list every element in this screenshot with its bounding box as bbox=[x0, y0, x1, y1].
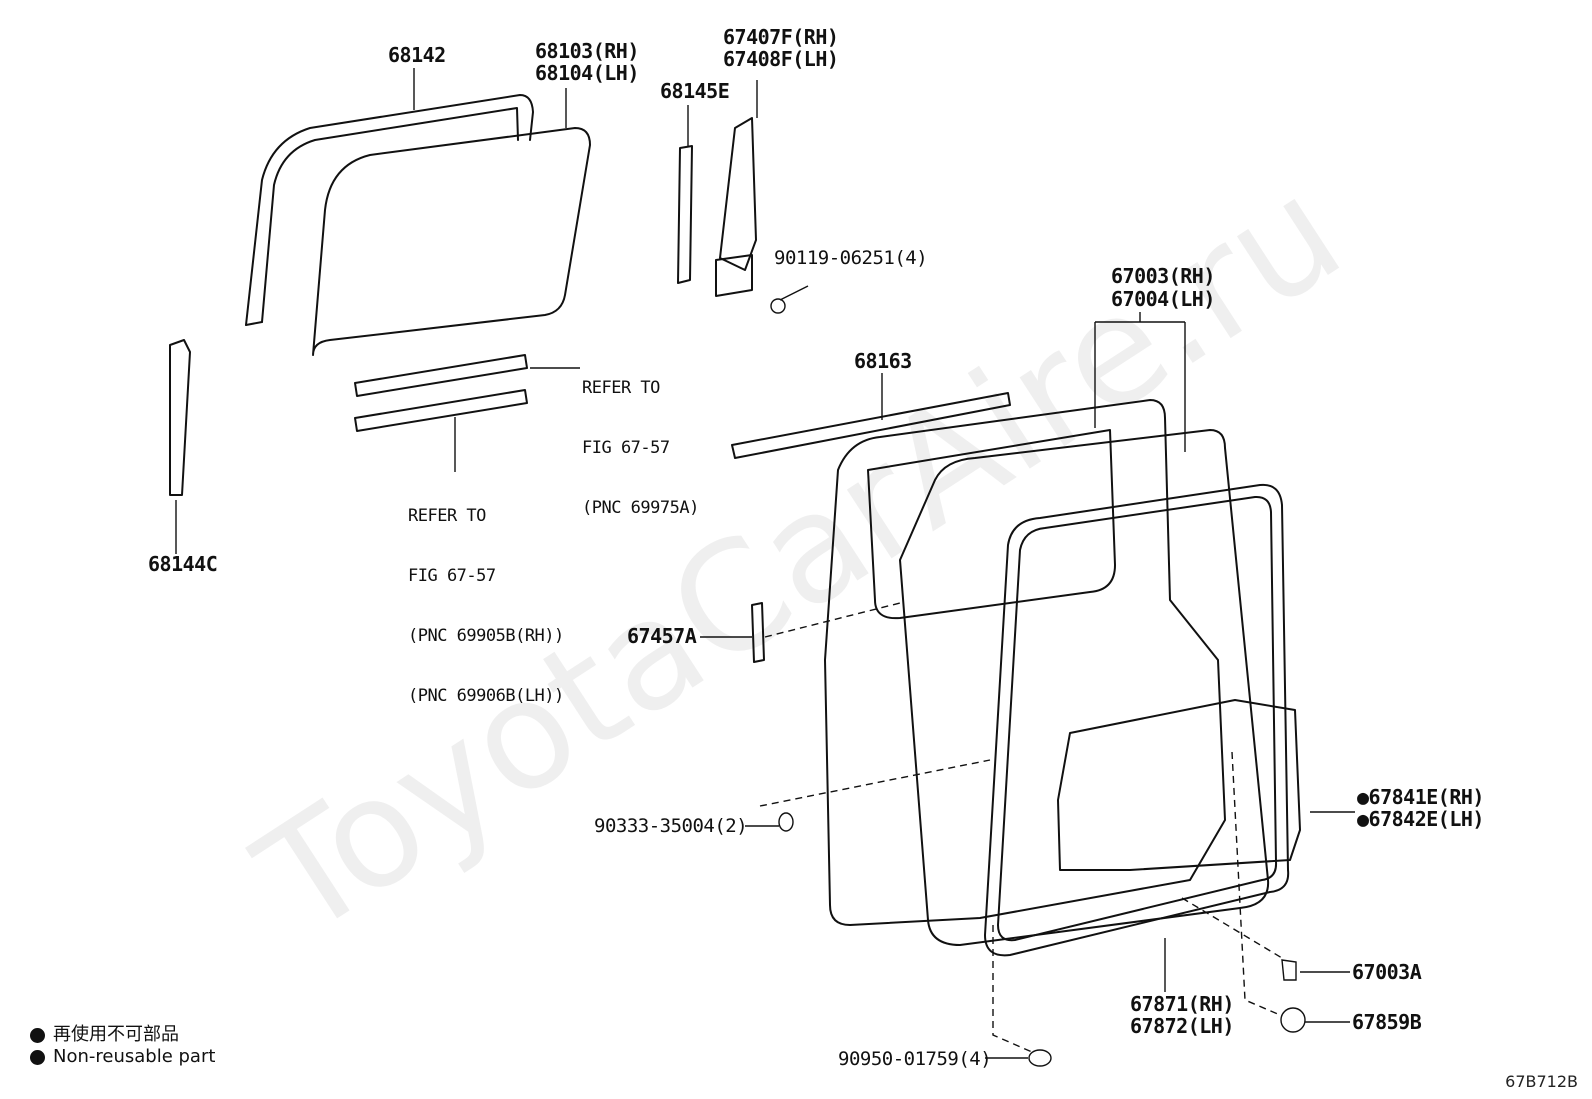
figure-code: 67B712B bbox=[1505, 1072, 1578, 1091]
label-67004: 67004(LH) bbox=[1111, 287, 1215, 311]
refer-note-1-line: REFER TO bbox=[582, 378, 660, 398]
window-frame-seal bbox=[245, 94, 534, 326]
non-reusable-dot-icon: ● bbox=[1357, 785, 1369, 809]
refer-note-2-line: REFER TO bbox=[408, 506, 486, 526]
door-weatherstrip bbox=[984, 483, 1290, 957]
label-67457a: 67457A bbox=[627, 624, 697, 648]
non-reusable-dot-icon: ● bbox=[1357, 807, 1369, 831]
label-68144c: 68144C bbox=[148, 552, 218, 576]
label-67407f: 67407F(RH) bbox=[723, 25, 839, 49]
legend-jp: 再使用不可部品 bbox=[30, 1020, 179, 1046]
label-67003a: 67003A bbox=[1352, 960, 1422, 984]
label-67003: 67003(RH) bbox=[1111, 264, 1215, 288]
inner-panel bbox=[899, 429, 1270, 946]
label-67841e-text: 67841E(RH) bbox=[1368, 785, 1485, 809]
cap-67003a bbox=[1281, 959, 1297, 981]
label-68104: 68104(LH) bbox=[535, 61, 639, 85]
leader-lines bbox=[175, 68, 1355, 1059]
plug-90333 bbox=[778, 812, 794, 832]
belt-weatherstrips bbox=[354, 354, 528, 432]
refer-note-1-line: (PNC 69975A) bbox=[582, 498, 699, 518]
label-90950: 90950-01759(4) bbox=[838, 1048, 992, 1070]
legend-en: Non-reusable part bbox=[30, 1046, 215, 1067]
label-67872: 67872(LH) bbox=[1130, 1014, 1234, 1038]
plug-90950 bbox=[1028, 1049, 1052, 1067]
legend-dot-icon bbox=[30, 1027, 45, 1043]
plug-67859b bbox=[1280, 1007, 1306, 1033]
refer-note-1-line: FIG 67-57 bbox=[582, 438, 670, 458]
label-67841e: ●67841E(RH) bbox=[1357, 786, 1484, 808]
refer-note-2-line: (PNC 69905B(RH)) bbox=[408, 626, 564, 646]
label-67859b: 67859B bbox=[1352, 1010, 1422, 1034]
service-hole-cover bbox=[1057, 699, 1301, 871]
label-67408f: 67408F(LH) bbox=[723, 47, 839, 71]
refer-note-2: REFER TO FIG 67-57 (PNC 69905B(RH)) (PNC… bbox=[408, 466, 564, 746]
label-90333: 90333-35004(2) bbox=[594, 815, 748, 837]
label-67842e-text: 67842E(LH) bbox=[1368, 807, 1485, 831]
legend-jp-text: 再使用不可部品 bbox=[53, 1024, 179, 1045]
outer-belt-strip bbox=[731, 392, 1011, 459]
label-90119: 90119-06251(4) bbox=[774, 247, 928, 269]
door-shell bbox=[824, 399, 1226, 926]
glass-run-strip bbox=[677, 145, 693, 284]
label-68163: 68163 bbox=[854, 349, 912, 373]
glass-channel bbox=[715, 117, 786, 314]
label-68145e: 68145E bbox=[660, 79, 730, 103]
legend-en-text: Non-reusable part bbox=[53, 1046, 216, 1067]
clip-67457a bbox=[751, 602, 765, 663]
label-67842e: ●67842E(LH) bbox=[1357, 808, 1484, 830]
vertical-seal bbox=[169, 339, 191, 496]
legend-dot-icon bbox=[30, 1049, 45, 1065]
door-glass bbox=[312, 127, 591, 356]
label-67871: 67871(RH) bbox=[1130, 992, 1234, 1016]
refer-note-2-line: (PNC 69906B(LH)) bbox=[408, 686, 564, 706]
label-68142: 68142 bbox=[388, 43, 446, 67]
refer-note-2-line: FIG 67-57 bbox=[408, 566, 496, 586]
refer-note-1: REFER TO FIG 67-57 (PNC 69975A) bbox=[582, 338, 699, 558]
label-68103: 68103(RH) bbox=[535, 39, 639, 63]
